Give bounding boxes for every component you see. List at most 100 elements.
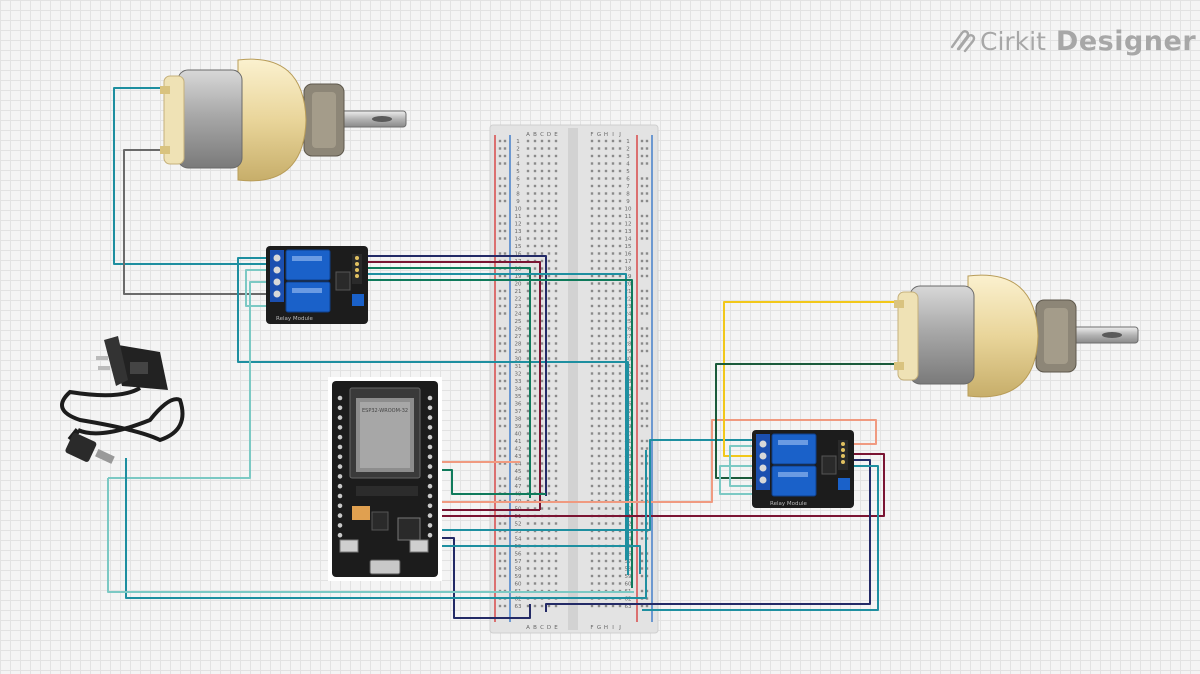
breadboard-hole[interactable] xyxy=(640,177,644,180)
breadboard-hole[interactable] xyxy=(611,394,615,398)
breadboard-hole[interactable] xyxy=(590,267,594,270)
breadboard-hole[interactable] xyxy=(645,162,649,165)
dc-motor-2[interactable] xyxy=(894,274,1139,398)
breadboard-hole[interactable] xyxy=(645,147,649,150)
breadboard-hole[interactable] xyxy=(640,162,644,165)
breadboard-hole[interactable] xyxy=(618,409,622,413)
breadboard-hole[interactable] xyxy=(498,402,502,405)
breadboard-hole[interactable] xyxy=(645,402,649,405)
breadboard-hole[interactable] xyxy=(604,192,608,195)
breadboard-hole[interactable] xyxy=(503,522,507,525)
breadboard-hole[interactable] xyxy=(597,417,601,420)
breadboard-hole[interactable] xyxy=(597,177,601,180)
breadboard-hole[interactable] xyxy=(597,289,601,293)
breadboard-hole[interactable] xyxy=(554,454,558,458)
breadboard-hole[interactable] xyxy=(590,454,594,458)
breadboard-hole[interactable] xyxy=(540,222,544,225)
breadboard-hole[interactable] xyxy=(611,582,615,585)
breadboard-hole[interactable] xyxy=(597,222,601,225)
breadboard-hole[interactable] xyxy=(503,334,507,338)
breadboard-hole[interactable] xyxy=(597,574,601,578)
breadboard-hole[interactable] xyxy=(645,259,649,263)
breadboard-hole[interactable] xyxy=(547,207,551,210)
breadboard-hole[interactable] xyxy=(597,462,601,465)
esp32-header-pin[interactable] xyxy=(337,405,343,411)
breadboard-hole[interactable] xyxy=(498,237,502,240)
esp32-header-pin[interactable] xyxy=(427,493,433,499)
breadboard-hole[interactable] xyxy=(503,184,507,188)
breadboard-hole[interactable] xyxy=(533,409,537,413)
breadboard-hole[interactable] xyxy=(503,192,507,195)
breadboard-hole[interactable] xyxy=(498,604,502,608)
breadboard-hole[interactable] xyxy=(526,507,530,510)
breadboard-hole[interactable] xyxy=(547,222,551,225)
breadboard-hole[interactable] xyxy=(540,372,544,375)
breadboard-hole[interactable] xyxy=(533,559,537,563)
breadboard-hole[interactable] xyxy=(611,139,615,143)
breadboard-hole[interactable] xyxy=(618,492,622,495)
breadboard-hole[interactable] xyxy=(645,327,649,330)
breadboard-hole[interactable] xyxy=(533,432,537,435)
breadboard-hole[interactable] xyxy=(618,147,622,150)
breadboard-hole[interactable] xyxy=(640,267,644,270)
breadboard-hole[interactable] xyxy=(640,492,644,495)
breadboard-hole[interactable] xyxy=(645,177,649,180)
breadboard-hole[interactable] xyxy=(618,424,622,428)
breadboard-hole[interactable] xyxy=(611,387,615,390)
breadboard-hole[interactable] xyxy=(547,604,551,608)
breadboard-hole[interactable] xyxy=(611,364,615,368)
breadboard-hole[interactable] xyxy=(604,139,608,143)
breadboard-hole[interactable] xyxy=(618,289,622,293)
breadboard-hole[interactable] xyxy=(640,297,644,300)
breadboard-hole[interactable] xyxy=(540,214,544,218)
breadboard-hole[interactable] xyxy=(540,439,544,443)
breadboard-hole[interactable] xyxy=(540,409,544,413)
breadboard-hole[interactable] xyxy=(540,274,544,278)
breadboard-hole[interactable] xyxy=(611,417,615,420)
breadboard-hole[interactable] xyxy=(645,439,649,443)
breadboard-hole[interactable] xyxy=(554,349,558,353)
breadboard-hole[interactable] xyxy=(503,379,507,383)
breadboard-hole[interactable] xyxy=(540,177,544,180)
breadboard-hole[interactable] xyxy=(604,169,608,173)
breadboard-hole[interactable] xyxy=(618,214,622,218)
breadboard-hole[interactable] xyxy=(590,424,594,428)
breadboard-hole[interactable] xyxy=(533,604,537,608)
breadboard-hole[interactable] xyxy=(540,574,544,578)
breadboard-hole[interactable] xyxy=(554,199,558,203)
breadboard-hole[interactable] xyxy=(590,432,594,435)
esp32-header-pin[interactable] xyxy=(337,434,343,440)
breadboard-hole[interactable] xyxy=(590,282,594,285)
esp32-header-pin[interactable] xyxy=(427,395,433,401)
esp32-header-pin[interactable] xyxy=(337,523,343,528)
breadboard-hole[interactable] xyxy=(554,139,558,143)
breadboard-hole[interactable] xyxy=(503,342,507,345)
breadboard-hole[interactable] xyxy=(618,349,622,353)
breadboard-hole[interactable] xyxy=(547,252,551,255)
breadboard-hole[interactable] xyxy=(540,162,544,165)
breadboard-hole[interactable] xyxy=(640,222,644,225)
breadboard-hole[interactable] xyxy=(597,184,601,188)
breadboard-hole[interactable] xyxy=(597,409,601,413)
breadboard-hole[interactable] xyxy=(604,282,608,285)
breadboard-hole[interactable] xyxy=(590,184,594,188)
breadboard-hole[interactable] xyxy=(640,214,644,218)
breadboard-hole[interactable] xyxy=(540,349,544,353)
breadboard-hole[interactable] xyxy=(604,379,608,383)
breadboard-hole[interactable] xyxy=(498,409,502,413)
breadboard-hole[interactable] xyxy=(533,567,537,570)
breadboard-hole[interactable] xyxy=(503,462,507,465)
breadboard-hole[interactable] xyxy=(618,244,622,248)
breadboard-hole[interactable] xyxy=(604,424,608,428)
breadboard-hole[interactable] xyxy=(503,447,507,450)
breadboard-hole[interactable] xyxy=(498,372,502,375)
breadboard-hole[interactable] xyxy=(611,439,615,443)
breadboard-hole[interactable] xyxy=(590,244,594,248)
breadboard-hole[interactable] xyxy=(611,357,615,360)
breadboard-hole[interactable] xyxy=(540,394,544,398)
breadboard-hole[interactable] xyxy=(533,364,537,368)
breadboard-hole[interactable] xyxy=(640,147,644,150)
breadboard-hole[interactable] xyxy=(611,604,615,608)
esp32-header-pin[interactable] xyxy=(427,513,433,518)
